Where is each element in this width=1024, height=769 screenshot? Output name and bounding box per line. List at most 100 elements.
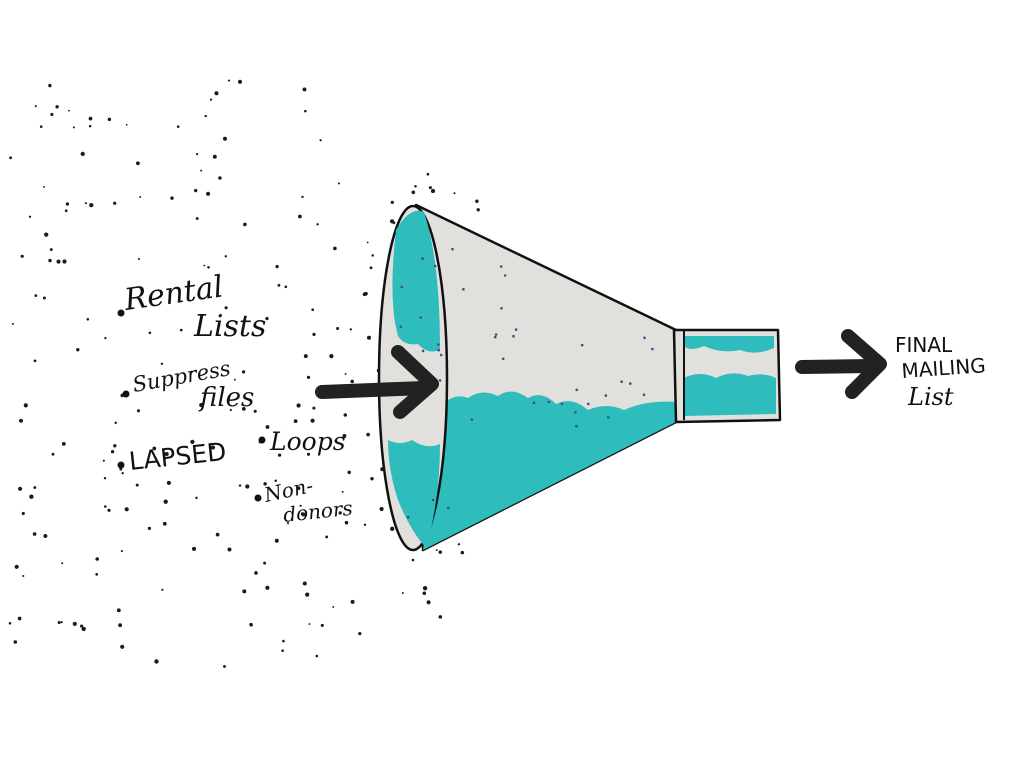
speckle-dot	[460, 550, 465, 555]
speckle-dot	[229, 409, 232, 412]
speckle-dot	[369, 266, 373, 270]
funnel-spout-liquid-bottom	[684, 373, 776, 416]
speckle-dot	[19, 418, 23, 423]
funnel-dot	[575, 424, 578, 428]
speckle-dot	[61, 442, 66, 446]
funnel-dot	[587, 402, 590, 406]
funnel	[377, 203, 782, 552]
speckle-dot	[18, 486, 23, 491]
speckle-dot	[343, 413, 348, 417]
speckle-dot	[223, 136, 227, 141]
speckle-dot	[241, 407, 246, 411]
speckle-dot	[298, 214, 302, 219]
speckle-dot	[55, 105, 59, 109]
speckle-dot	[161, 588, 164, 591]
speckle-dot	[265, 316, 269, 321]
funnel-dot	[433, 264, 437, 268]
output-arrow	[795, 329, 887, 399]
speckle-dot	[164, 451, 169, 457]
speckle-dot	[86, 318, 90, 321]
funnel-dot	[438, 379, 442, 382]
speckle-dot	[17, 616, 22, 621]
funnel-dot	[437, 343, 440, 346]
speckle-dot	[336, 327, 340, 330]
speckle-dot	[401, 592, 404, 594]
funnel-dot	[431, 498, 435, 502]
label-lists: Lists	[193, 309, 266, 344]
funnel-dot	[560, 402, 564, 406]
speckle-dot	[50, 112, 54, 117]
speckle-dot	[224, 255, 228, 258]
speckle-dot	[341, 490, 344, 493]
speckle-dot	[263, 561, 267, 565]
speckle-dot	[301, 512, 306, 517]
speckle-dot	[148, 331, 152, 335]
speckle-dot	[438, 550, 443, 554]
speckle-dot	[23, 403, 28, 408]
label-loops: Loops	[269, 427, 346, 456]
speckle-dot	[241, 370, 246, 374]
speckle-dot	[304, 109, 307, 113]
speckle-dot	[210, 445, 216, 450]
speckle-dot	[390, 200, 394, 205]
speckle-dot	[32, 532, 37, 536]
speckle-dot	[254, 571, 258, 575]
speckle-dot	[72, 126, 75, 129]
speckle-dot	[72, 621, 77, 626]
speckle-dot	[438, 615, 443, 619]
speckle-dot	[411, 190, 416, 195]
speckle-dot	[113, 201, 117, 205]
speckle-dot	[190, 370, 193, 373]
speckle-dot	[88, 116, 93, 121]
speckle-dot	[426, 172, 430, 176]
speckle-dot	[95, 557, 99, 561]
speckle-dot	[284, 285, 288, 289]
speckle-dot	[107, 508, 111, 512]
funnel-dot	[580, 343, 584, 347]
funnel-dot	[437, 348, 441, 352]
speckle-dot	[60, 621, 63, 624]
speckle-dot	[371, 254, 374, 257]
speckle-dot	[342, 434, 347, 438]
speckle-dot	[366, 335, 372, 340]
speckle-dot	[22, 574, 25, 578]
speckle-dot	[370, 476, 374, 481]
speckle-dot	[245, 484, 250, 489]
speckle-dot	[147, 526, 152, 531]
speckle-dot	[81, 626, 86, 632]
speckle-dot	[8, 622, 12, 625]
speckle-dot	[296, 486, 301, 491]
speckle-dot	[84, 202, 87, 205]
speckle-dot	[344, 520, 349, 525]
funnel-dot	[547, 400, 550, 404]
speckle-dot	[28, 215, 32, 218]
speckle-dot	[170, 196, 174, 200]
speckle-dot	[191, 546, 197, 551]
speckle-dot	[457, 543, 461, 546]
speckle-dot	[366, 432, 370, 437]
label-files: files	[198, 383, 254, 413]
speckle-dot	[379, 506, 384, 512]
bullet-lapsed	[117, 461, 125, 469]
speckle-dot	[80, 624, 84, 628]
speckle-dot	[315, 654, 319, 658]
speckle-dot	[102, 459, 105, 462]
speckle-dot	[350, 379, 355, 384]
funnel-dot	[494, 335, 497, 339]
speckle-dot	[296, 403, 301, 408]
speckle-dot	[9, 156, 13, 160]
speckle-dot	[301, 195, 304, 199]
output-label: FINAL MAILING List	[895, 333, 986, 411]
speckle-dot	[282, 639, 285, 643]
speckle-dot	[160, 362, 164, 365]
speckle-dot	[137, 257, 140, 261]
funnel-dot	[421, 349, 425, 353]
speckle-dot	[233, 378, 236, 381]
speckle-dot	[243, 222, 247, 227]
funnel-mouth-liquid-top	[392, 210, 440, 352]
speckle-dot	[43, 534, 48, 538]
speckle-dot	[411, 558, 415, 562]
funnel-dot	[643, 336, 646, 340]
funnel-dot	[406, 515, 410, 519]
input-labels: Rental Lists Suppress files LAPSED Loops…	[117, 269, 354, 527]
